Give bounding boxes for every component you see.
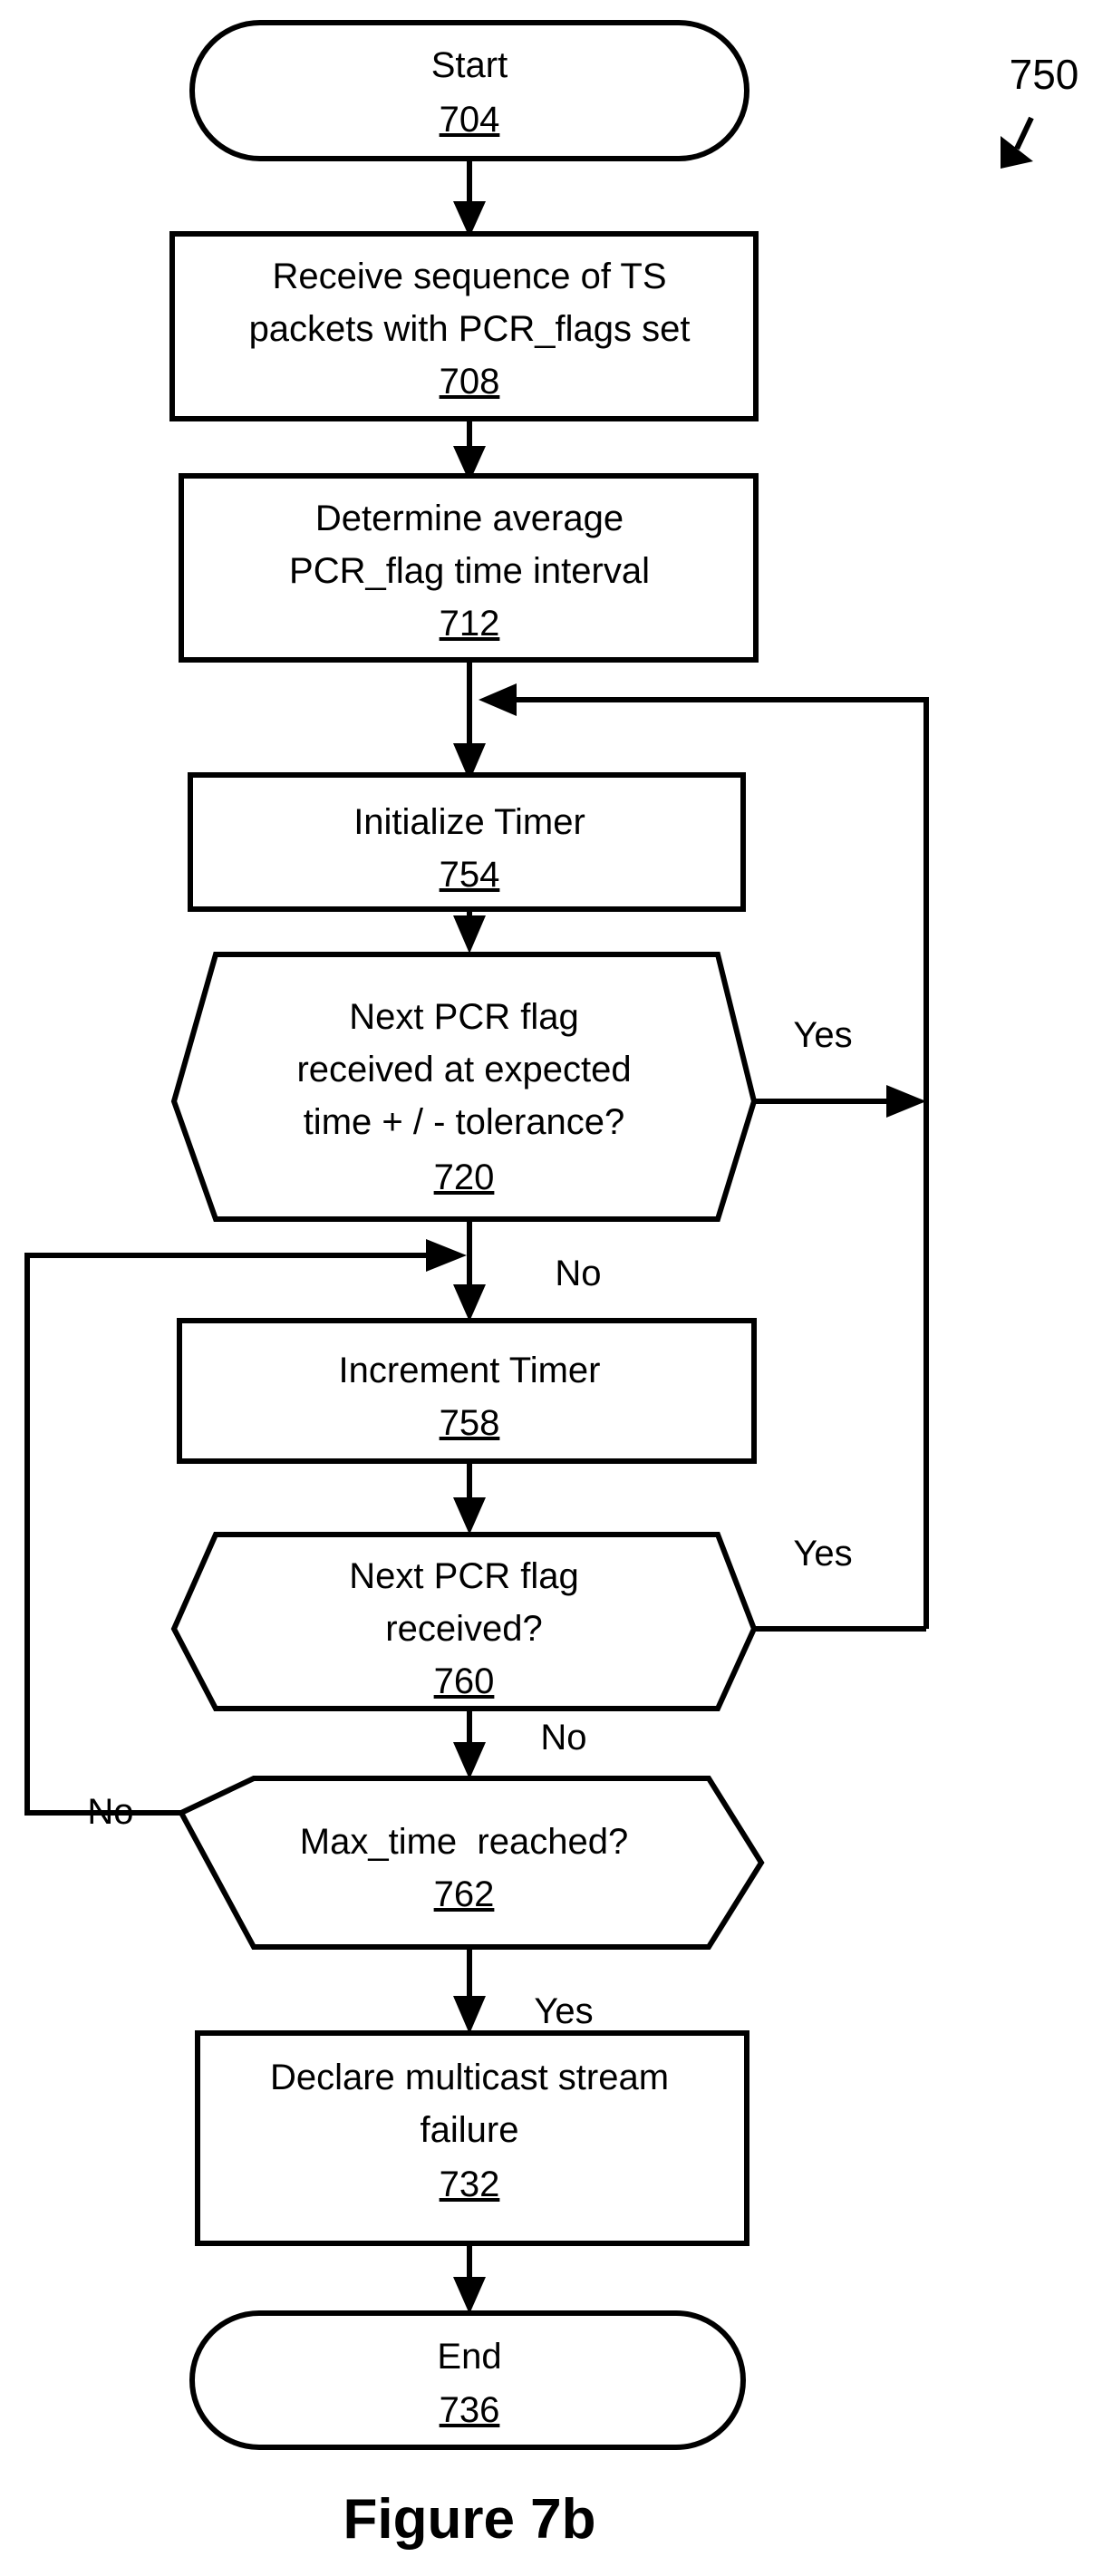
initialize-timer-box [188,772,746,912]
end-ref-number: 736 [440,2390,500,2430]
connector-720-no-to-758 [453,1219,486,1322]
increment-timer-ref-number: 758 [440,1403,500,1443]
node-receive-packets: Receive sequence of TS packets with PCR_… [169,231,759,421]
connector-758-to-760 [453,1461,486,1535]
down-left-arrow-icon [1001,116,1034,169]
connector-732-to-end [453,2243,486,2314]
decision-expected-time-label-line-1: received at expected [296,1050,631,1089]
end-terminal-shape [189,2310,746,2450]
determine-average-label-line-0: Determine average [315,499,624,538]
end-label-line-0: End [437,2337,501,2377]
connector-feedback-loop-left [24,1239,467,1816]
determine-average-label-line-1: PCR_flag time interval [289,551,650,591]
node-start: Start 704 [189,20,749,161]
determine-average-ref-number: 712 [440,604,500,644]
node-decision-expected-time: Next PCR flag received at expected time … [170,952,758,1222]
node-decision-flag-received: Next PCR flag received? 760 [170,1532,758,1711]
node-determine-average: Determine average PCR_flag time interval… [179,473,759,663]
start-ref-number: 704 [440,100,500,140]
node-end: End 736 [189,2310,746,2450]
decision-max-time-ref-number: 762 [434,1874,495,1914]
branch-label-762-no: No [87,1792,133,1832]
connector-708-to-712 [453,419,486,482]
initialize-timer-ref-number: 754 [440,855,500,895]
decision-max-time-label-line-0: Max_time reached? [300,1822,628,1862]
declare-failure-label-line-1: failure [421,2110,519,2150]
figure-reference-number: 750 [1010,51,1079,98]
declare-failure-box [195,2030,749,2246]
decision-expected-time-label-line-2: time + / - tolerance? [304,1102,625,1142]
branch-label-760-no: No [540,1718,586,1758]
increment-timer-box [177,1318,757,1464]
start-terminal-shape [189,20,749,161]
declare-failure-ref-number: 732 [440,2164,500,2204]
receive-packets-ref-number: 708 [440,362,500,402]
receive-packets-label-line-0: Receive sequence of TS [272,257,666,296]
decision-flag-received-hexagon [170,1532,758,1711]
connector-760-no-to-762 [453,1709,486,1779]
start-label-line-0: Start [431,45,508,85]
node-increment-timer: Increment Timer 758 [177,1318,757,1464]
node-initialize-timer: Initialize Timer 754 [188,772,746,912]
branch-label-720-yes: Yes [793,1015,852,1055]
node-declare-failure: Declare multicast stream failure 732 [195,2030,749,2246]
increment-timer-label-line-0: Increment Timer [339,1351,601,1390]
determine-average-box [179,473,759,663]
branch-label-720-no: No [555,1254,601,1293]
branch-label-760-yes: Yes [793,1534,852,1574]
receive-packets-label-line-1: packets with PCR_flags set [249,309,691,349]
figure-reference-callout: 750 [1001,51,1078,169]
decision-expected-time-hexagon [170,952,758,1222]
connector-feedback-loop-right [479,683,929,1629]
declare-failure-label-line-0: Declare multicast stream [270,2058,669,2097]
connector-start-to-708 [453,160,486,237]
decision-expected-time-label-line-0: Next PCR flag [349,997,578,1037]
figure-caption: Figure 7b [343,2488,595,2551]
connector-762-yes-to-732 [453,1947,486,2034]
decision-flag-received-label-line-1: received? [385,1609,542,1649]
connector-712-to-754 [453,660,486,781]
decision-flag-received-label-line-0: Next PCR flag [349,1556,578,1596]
node-decision-max-time: Max_time reached? 762 [177,1776,765,1950]
connector-720-yes-to-right-rail [754,1085,926,1118]
decision-flag-received-ref-number: 760 [434,1661,495,1701]
receive-packets-box [169,231,759,421]
decision-expected-time-ref-number: 720 [434,1157,495,1197]
initialize-timer-label-line-0: Initialize Timer [353,802,585,842]
decision-max-time-hexagon [177,1776,765,1950]
branch-label-762-yes: Yes [534,1991,593,2031]
